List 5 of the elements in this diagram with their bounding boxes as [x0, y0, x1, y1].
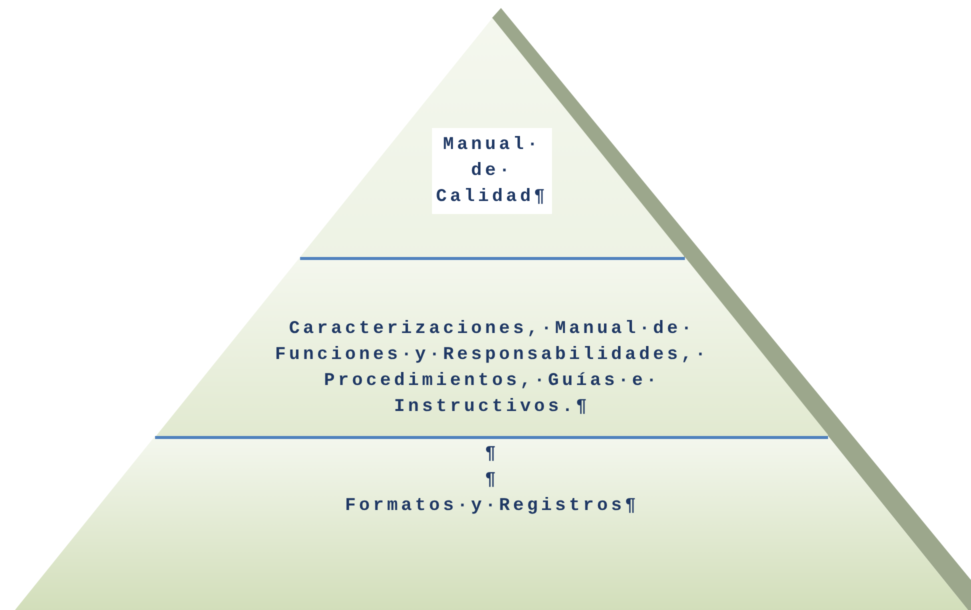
tier-label: Formatos·y·Registros¶: [344, 495, 639, 518]
tier-label: Caracterizaciones,·Manual·de· Funciones·y·Responsabilidades,· Procedimientos,·Guías·e· Instructivos.¶: [274, 318, 710, 419]
tier-label: ¶: [484, 443, 499, 466]
tier-label: ¶: [484, 469, 499, 492]
tier-label: Manual· de· Calidad¶: [436, 134, 548, 209]
